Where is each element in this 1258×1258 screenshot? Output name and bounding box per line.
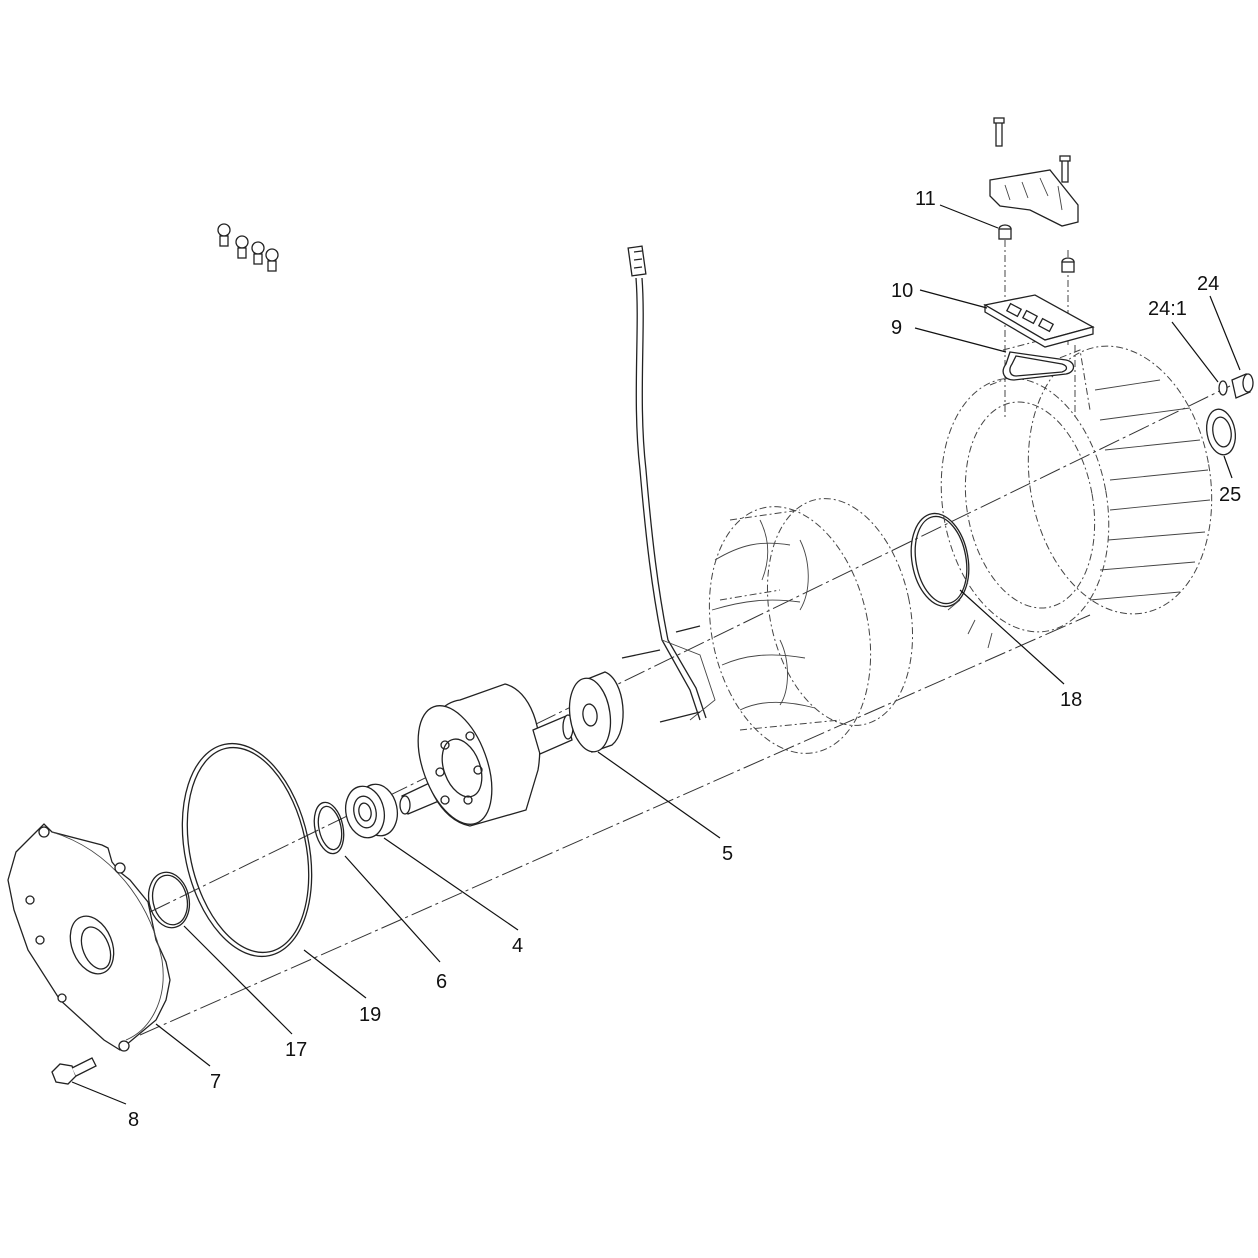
callout-11: 11 <box>915 188 936 210</box>
callout-24-1: 24:1 <box>1148 298 1187 320</box>
flange-bolt <box>51 1057 97 1085</box>
callout-25: 25 <box>1219 484 1241 506</box>
callout-17: 17 <box>285 1039 307 1061</box>
callout-19: 19 <box>359 1004 381 1026</box>
stator-winding <box>708 498 914 754</box>
leader-lines <box>71 204 1241 1105</box>
retaining-ring <box>313 801 345 855</box>
generator-housing <box>940 329 1213 649</box>
callout-24: 24 <box>1197 273 1219 295</box>
large-o-ring <box>181 742 313 958</box>
callout-10: 10 <box>891 280 913 302</box>
callout-8: 8 <box>128 1109 139 1131</box>
callout-7: 7 <box>210 1071 221 1093</box>
callout-9: 9 <box>891 317 902 339</box>
gasket <box>1002 351 1075 381</box>
callout-5: 5 <box>722 843 733 865</box>
ring-terminals <box>217 223 279 272</box>
callout-labels: 4 5 6 7 8 9 10 11 17 18 19 24 24:1 25 <box>128 188 1241 1131</box>
oil-seal <box>1205 408 1237 456</box>
bearing <box>344 783 399 839</box>
terminal-plate <box>983 294 1095 348</box>
terminal-block <box>989 117 1079 273</box>
drain-plug <box>1218 373 1254 399</box>
spacer-sleeve <box>568 671 624 753</box>
callout-18: 18 <box>1060 689 1082 711</box>
callout-6: 6 <box>436 971 447 993</box>
callout-4: 4 <box>512 935 523 957</box>
stator-o-ring <box>910 512 970 608</box>
rotor-assembly <box>399 683 574 827</box>
end-cover <box>7 823 171 1052</box>
small-o-ring <box>147 871 191 929</box>
wiring-harness <box>621 245 716 723</box>
